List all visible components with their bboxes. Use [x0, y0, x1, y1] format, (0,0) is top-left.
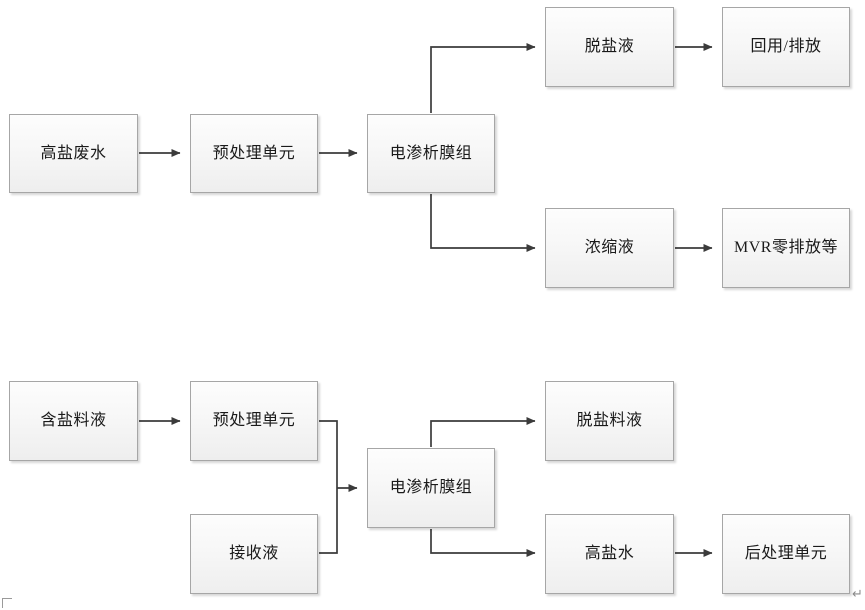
node-desalted-feed-liquid[interactable]: 脱盐料液: [545, 381, 674, 461]
node-electrodialysis-membrane-stack-bottom[interactable]: 电渗析膜组: [367, 448, 495, 528]
node-salt-containing-feed[interactable]: 含盐料液: [9, 381, 138, 461]
node-label: 后处理单元: [744, 545, 828, 563]
node-label: 预处理单元: [212, 412, 296, 430]
node-label: 电渗析膜组: [389, 479, 473, 497]
node-label: 电渗析膜组: [389, 144, 473, 162]
node-label: 预处理单元: [212, 144, 296, 162]
edge-m3-merge: [319, 488, 338, 554]
node-high-salt-wastewater[interactable]: 高盐废水: [9, 114, 138, 193]
edge-m4-m5: [430, 417, 536, 447]
edge-n3-n4: [430, 43, 536, 113]
node-post-treatment-unit[interactable]: 后处理单元: [722, 514, 850, 594]
node-pretreatment-unit-bottom[interactable]: 预处理单元: [190, 381, 318, 461]
node-pretreatment-unit-top[interactable]: 预处理单元: [190, 114, 318, 193]
node-label: 回用/排放: [750, 38, 822, 56]
node-high-salinity-water[interactable]: 高盐水: [545, 514, 674, 594]
node-label: 浓缩液: [584, 239, 635, 257]
node-mvr-zero-discharge[interactable]: MVR零排放等: [722, 208, 850, 288]
node-reuse-or-discharge[interactable]: 回用/排放: [722, 7, 850, 87]
node-label: 接收液: [229, 545, 279, 563]
page-corner-mark: [2, 598, 12, 608]
node-label: 脱盐液: [584, 38, 635, 56]
node-label: MVR零排放等: [734, 239, 838, 257]
edge-n3-n6: [430, 194, 536, 252]
edge-m2-merge: [319, 420, 338, 488]
node-concentrate-liquid[interactable]: 浓缩液: [545, 208, 674, 288]
node-label: 含盐料液: [40, 412, 107, 430]
paragraph-mark-icon: ↵: [852, 586, 863, 601]
node-label: 脱盐料液: [576, 412, 643, 430]
node-label: 高盐废水: [40, 144, 107, 162]
node-electrodialysis-membrane-stack-top[interactable]: 电渗析膜组: [367, 114, 495, 193]
node-receiving-liquid[interactable]: 接收液: [190, 514, 318, 594]
node-desalted-liquid[interactable]: 脱盐液: [545, 7, 674, 87]
node-label: 高盐水: [584, 545, 635, 563]
edge-m4-m6: [430, 529, 536, 557]
